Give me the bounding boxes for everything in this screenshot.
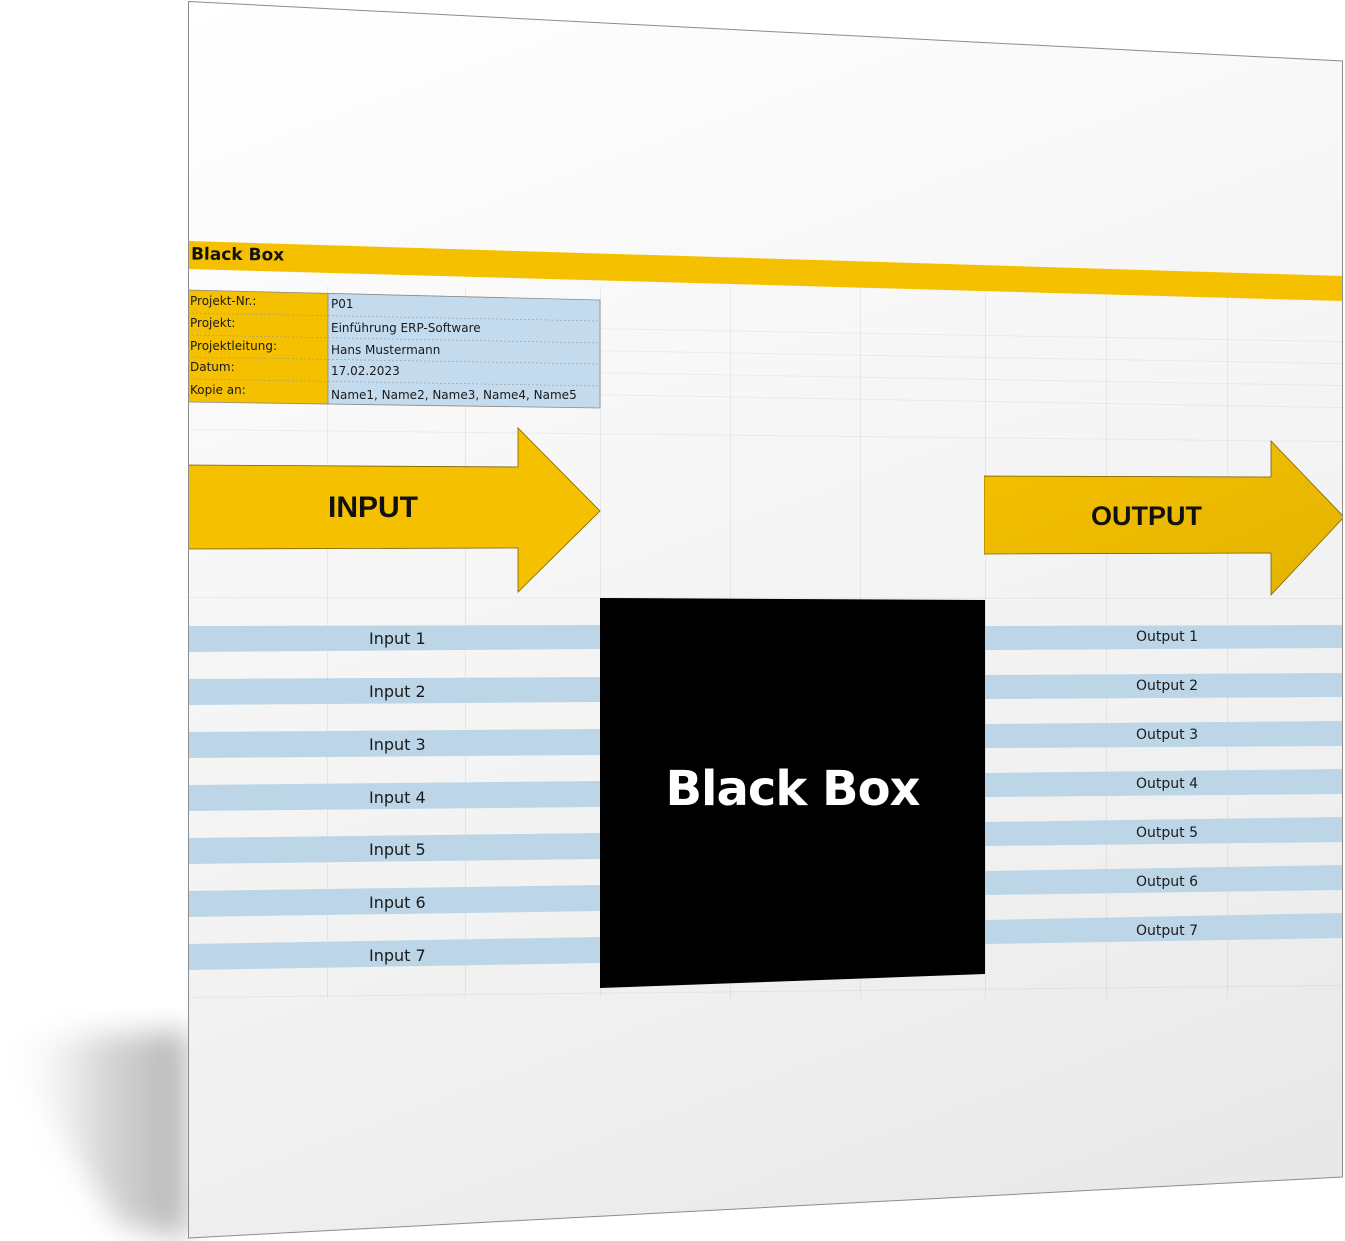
info-label-projekt-nr: Projekt-Nr.: [190, 294, 257, 308]
info-label-kopie: Kopie an: [190, 383, 246, 397]
info-label-projektleitung: Projektleitung: [190, 339, 278, 353]
info-label-datum: Datum: [190, 360, 235, 374]
output-label-2: Output 2 [1136, 678, 1198, 694]
output-label-3: Output 3 [1136, 727, 1198, 743]
input-label-2: Input 2 [369, 682, 426, 701]
output-label-6: Output 6 [1136, 874, 1198, 890]
info-value-datum: 17.02.2023 [331, 364, 400, 378]
output-arrow-label: OUTPUT [1091, 501, 1202, 531]
spreadsheet-page: Black Box Projekt-Nr.: Projekt: Projektl… [188, 1, 1343, 1238]
info-label-projekt: Projekt: [190, 316, 236, 330]
input-label-3: Input 3 [369, 735, 426, 754]
input-label-5: Input 5 [369, 840, 426, 859]
info-value-kopie: Name1, Name2, Name3, Name4, Name5 [331, 388, 577, 402]
input-label-7: Input 7 [369, 946, 426, 965]
input-label-6: Input 6 [369, 893, 426, 912]
info-value-projektleitung: Hans Mustermann [331, 343, 441, 357]
info-value-projekt: Einführung ERP-Software [331, 321, 481, 335]
output-label-4: Output 4 [1136, 776, 1198, 792]
black-box-label: Black Box [665, 761, 920, 817]
page-title: Black Box [190, 244, 285, 266]
input-label-4: Input 4 [369, 788, 426, 807]
info-value-projekt-nr: P01 [331, 297, 354, 311]
output-label-5: Output 5 [1136, 825, 1198, 841]
input-label-1: Input 1 [369, 629, 426, 648]
output-label-1: Output 1 [1136, 629, 1198, 645]
input-arrow-label: INPUT [328, 491, 418, 524]
output-label-7: Output 7 [1136, 923, 1198, 939]
